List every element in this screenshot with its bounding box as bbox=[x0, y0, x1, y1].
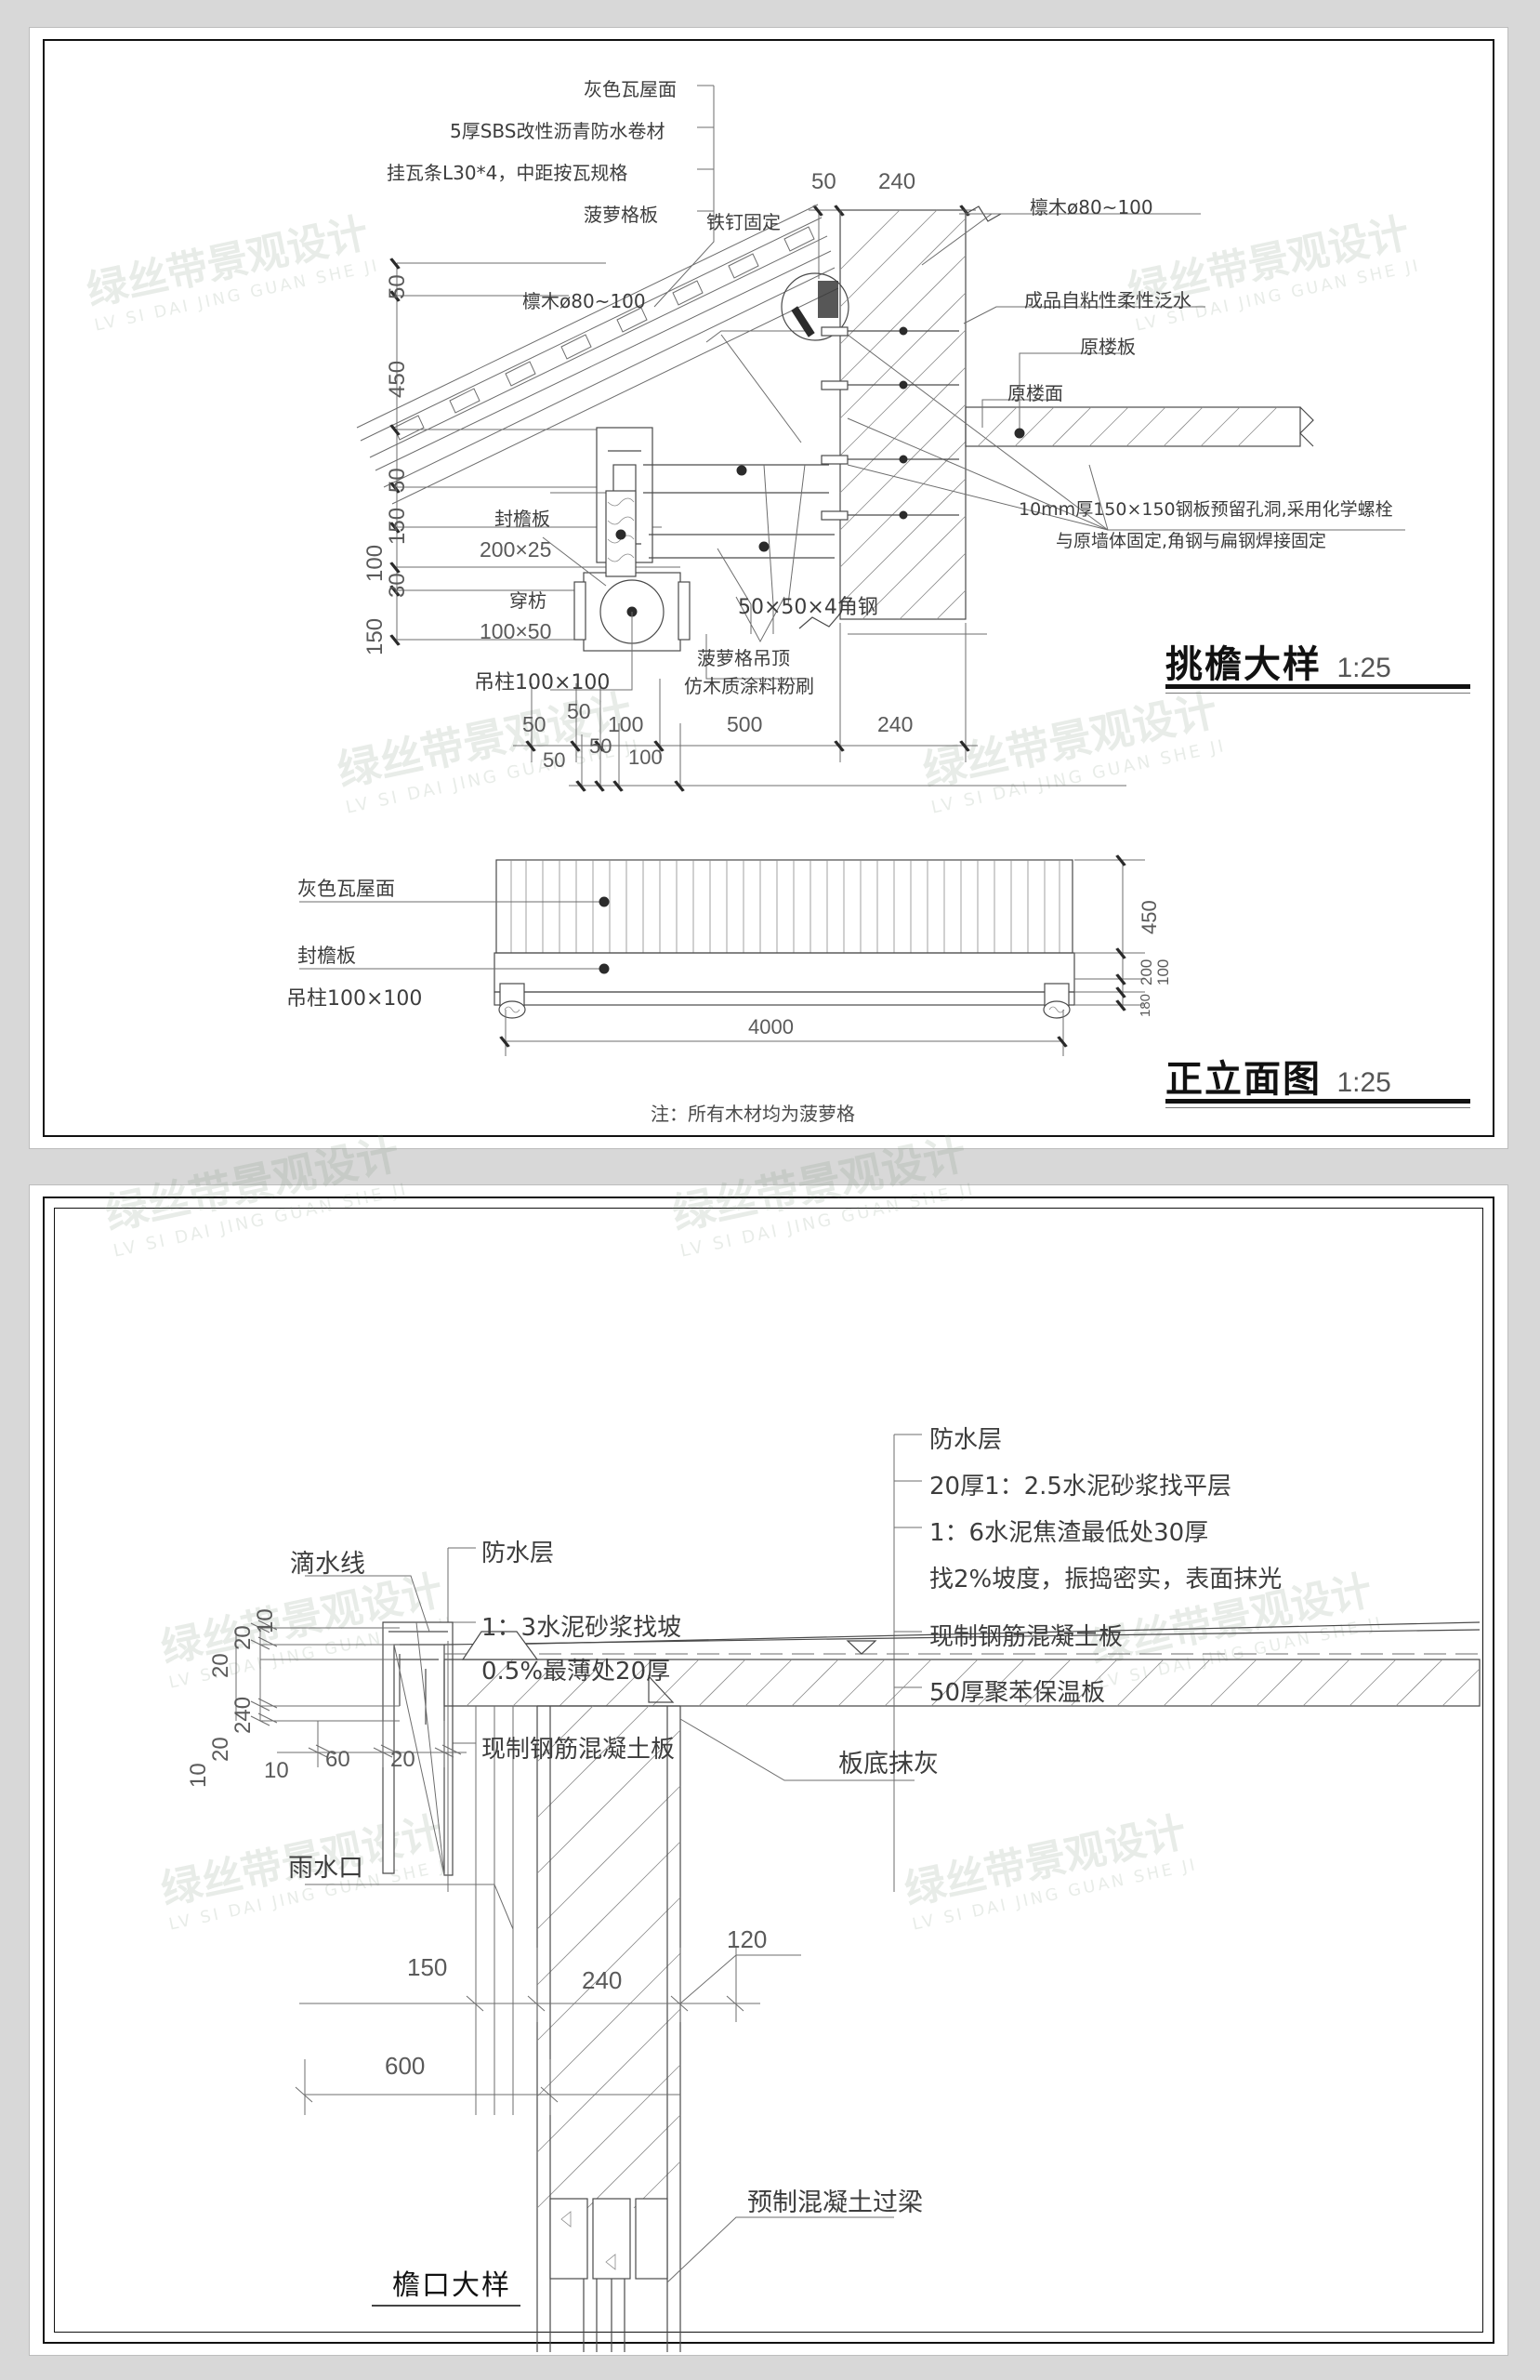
title-rule-1 bbox=[1165, 684, 1470, 689]
bdim-20c: 20 bbox=[208, 1737, 233, 1762]
angle-steel-label: 50×50×4角钢 bbox=[738, 596, 878, 619]
nail-fix-label: 铁钉固定 bbox=[706, 211, 781, 233]
dim-bot-100: 100 bbox=[608, 712, 644, 736]
dim-bot-500: 500 bbox=[727, 712, 763, 736]
tie-beam-label: 穿枋 bbox=[509, 589, 546, 612]
title-rule-2b bbox=[1165, 1107, 1470, 1108]
elev-dim-200: 200 bbox=[1138, 959, 1155, 985]
sheet-top-border bbox=[43, 39, 1494, 1137]
detail-title-1: 挑檐大样 1:25 bbox=[1165, 643, 1391, 686]
title-rule-2 bbox=[1165, 1099, 1470, 1104]
right-stack-line6: 50厚聚苯保温板 bbox=[929, 1679, 1106, 1707]
ceiling-label-line1: 菠萝格吊顶 bbox=[697, 647, 790, 669]
title-rule-3 bbox=[372, 2305, 520, 2307]
elevation-roof-label: 灰色瓦屋面 bbox=[297, 878, 395, 900]
elev-dim-50a: 50 bbox=[543, 748, 566, 772]
top-sheet-linework bbox=[299, 85, 1405, 1056]
elev-dim-180: 180 bbox=[1138, 993, 1153, 1017]
original-slab-label: 原楼板 bbox=[1080, 336, 1136, 358]
elevation-column-label: 吊柱100×100 bbox=[286, 987, 423, 1011]
elev-dim-450: 450 bbox=[1138, 900, 1161, 934]
left-stack-line1: 防水层 bbox=[481, 1540, 555, 1567]
roof-layer-label-1: 灰色瓦屋面 bbox=[584, 78, 677, 100]
dim-top-50: 50 bbox=[811, 169, 836, 194]
bdim-600: 600 bbox=[385, 2052, 426, 2080]
bdim-150: 150 bbox=[407, 1953, 448, 1981]
right-stack-line2: 20厚1：2.5水泥砂浆找平层 bbox=[929, 1473, 1231, 1501]
bdim-120: 120 bbox=[727, 1925, 768, 1953]
sheet-bottom-inner-border bbox=[54, 1208, 1483, 2333]
dim-bot-50b: 50 bbox=[567, 699, 591, 723]
purlin-right-label: 檩木ø80~100 bbox=[1030, 196, 1153, 218]
dim-bot-240: 240 bbox=[877, 712, 914, 736]
dim-v-450: 450 bbox=[385, 360, 410, 398]
bdim-bot-60: 60 bbox=[325, 1747, 350, 1772]
dim-top-240: 240 bbox=[878, 169, 916, 194]
hanging-column-label: 吊柱100×100 bbox=[474, 671, 611, 694]
drip-line-label: 滴水线 bbox=[290, 1550, 365, 1579]
purlin-left-label: 檩木ø80~100 bbox=[522, 290, 646, 312]
flashing-label: 成品自粘性柔性泛水 bbox=[1024, 289, 1191, 311]
detail-title-2: 正立面图 1:25 bbox=[1165, 1058, 1391, 1101]
dim-v-50b: 50 bbox=[385, 468, 410, 493]
fascia-size: 200×25 bbox=[480, 537, 552, 562]
elev-dim-100: 100 bbox=[628, 746, 663, 769]
bottom-sheet-linework bbox=[235, 1434, 1481, 2352]
dim-bot-50a: 50 bbox=[522, 712, 546, 736]
dim-v-150b: 150 bbox=[362, 617, 388, 655]
title-rule-1b bbox=[1165, 693, 1470, 694]
original-floor-label: 原楼面 bbox=[1007, 382, 1063, 404]
right-stack-line5: 现制钢筋混凝土板 bbox=[929, 1623, 1124, 1651]
roof-layer-label-2: 5厚SBS改性沥青防水卷材 bbox=[450, 120, 665, 142]
steel-plate-note-line2: 与原墙体固定,角钢与扁钢焊接固定 bbox=[1056, 531, 1327, 551]
sheet-bottom-border bbox=[43, 1197, 1494, 2344]
bdim-10b: 10 bbox=[186, 1763, 211, 1788]
right-stack-line3: 1：6水泥焦渣最低处30厚 bbox=[929, 1519, 1209, 1547]
material-note: 注：所有木材均为菠萝格 bbox=[651, 1103, 855, 1125]
bdim-10a: 10 bbox=[253, 1608, 278, 1633]
right-stack-line1: 防水层 bbox=[929, 1426, 1003, 1454]
steel-plate-note-line1: 10mm厚150×150钢板预留孔洞,采用化学螺栓 bbox=[1019, 499, 1393, 520]
left-stack-line2: 1：3水泥砂浆找坡 bbox=[481, 1614, 682, 1642]
left-stack-line3: 0.5%最薄处20厚 bbox=[481, 1658, 671, 1686]
tie-beam-size: 100×50 bbox=[480, 619, 552, 643]
dim-v-150a: 150 bbox=[385, 507, 410, 545]
dim-v-50a: 50 bbox=[385, 274, 410, 299]
bdim-bot-20: 20 bbox=[390, 1747, 415, 1772]
precast-lintel-label: 预制混凝土过梁 bbox=[747, 2188, 923, 2217]
ceiling-label-line2: 仿木质涂料粉刷 bbox=[684, 675, 814, 697]
fascia-label: 封檐板 bbox=[494, 508, 550, 530]
left-stack-line4: 现制钢筋混凝土板 bbox=[481, 1736, 676, 1764]
bdim-240b: 240 bbox=[582, 1966, 623, 1994]
elev-dim-4000: 4000 bbox=[748, 1015, 794, 1038]
elev-dim-100r: 100 bbox=[1154, 959, 1172, 985]
dim-v-30: 30 bbox=[385, 573, 410, 598]
bdim-240: 240 bbox=[230, 1696, 256, 1734]
roof-layer-label-4: 菠萝格板 bbox=[584, 204, 658, 226]
right-stack-line4: 找2%坡度，振捣密实，表面抹光 bbox=[929, 1566, 1283, 1593]
elevation-fascia-label: 封檐板 bbox=[297, 945, 356, 967]
detail-title-3: 檐口大样 bbox=[392, 2269, 511, 2302]
elev-dim-50b: 50 bbox=[589, 734, 612, 758]
bdim-20b: 20 bbox=[208, 1653, 233, 1678]
rain-inlet-label: 雨水口 bbox=[288, 1854, 363, 1883]
bdim-bot-10: 10 bbox=[264, 1758, 289, 1783]
soffit-plaster-label: 板底抹灰 bbox=[838, 1750, 939, 1778]
roof-layer-label-3: 挂瓦条L30*4，中距按瓦规格 bbox=[387, 162, 628, 184]
